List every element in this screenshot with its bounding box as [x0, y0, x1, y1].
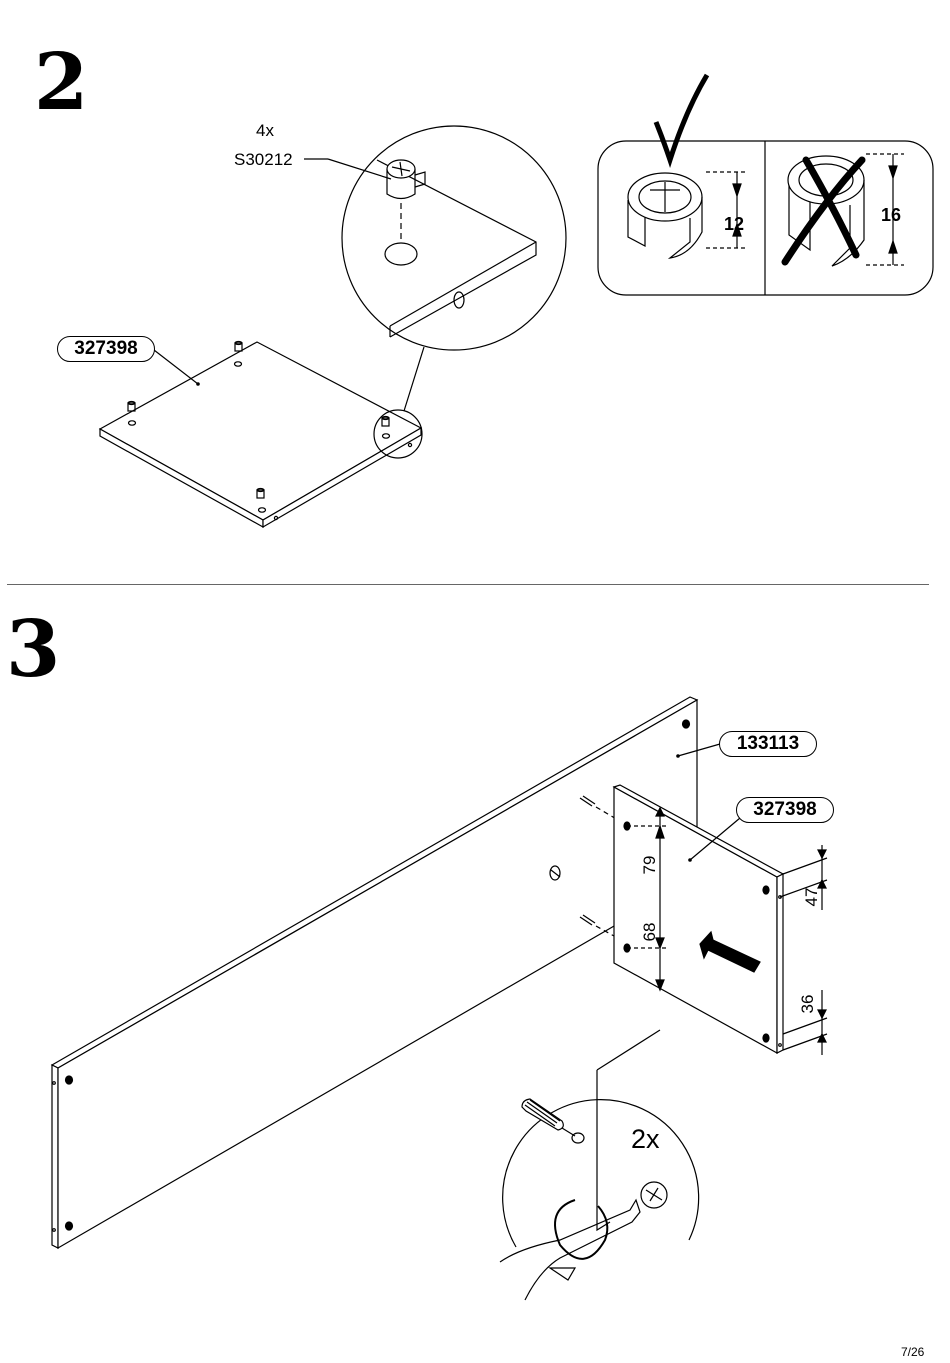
cam-lock-icon: [640, 1181, 668, 1209]
step2-panel-label: 327398: [57, 336, 155, 362]
screw-icon: [521, 1098, 585, 1144]
page-number: 7/26: [901, 1345, 925, 1359]
step2-panel: [98, 340, 425, 529]
check-mark-icon: [653, 73, 710, 169]
ok-cam-illustration: [627, 171, 745, 259]
step2-part-label: S30212: [234, 150, 293, 169]
step3-detail-circle: [499, 1029, 700, 1301]
step3-screw-qty: 2x: [631, 1124, 660, 1154]
dimension-right-bottom: 36: [798, 994, 817, 1014]
dimension-top-hole: 79: [640, 855, 659, 875]
cam-lock-icon: [386, 159, 426, 200]
dimension-bottom-hole: 68: [640, 922, 659, 942]
step3-back-panel: [50, 696, 721, 1250]
step-divider: [7, 584, 929, 585]
step2-detail-circle: [304, 125, 567, 351]
step2-qty-label: 4x: [256, 121, 274, 140]
step2-wrong-dimension: 16: [881, 205, 902, 225]
step3-side-panel-label: 327398: [736, 797, 834, 823]
step3-side-panel: [612, 784, 828, 1055]
cam-lock-icon: [549, 865, 561, 881]
step-3-number: 3: [6, 604, 61, 695]
dowel-icon: [579, 795, 596, 926]
step-2-number: 2: [34, 37, 89, 128]
step2-comparison-box: [597, 140, 934, 296]
cam-lock-icon: [127, 340, 390, 499]
step3-back-panel-label: 133113: [719, 731, 817, 757]
screwdriver-icon: [499, 1198, 641, 1301]
dimension-right-top: 47: [802, 887, 821, 907]
step2-ok-dimension: 12: [724, 214, 745, 234]
cross-mark-icon: [781, 156, 866, 266]
arrow-icon: [699, 930, 761, 973]
